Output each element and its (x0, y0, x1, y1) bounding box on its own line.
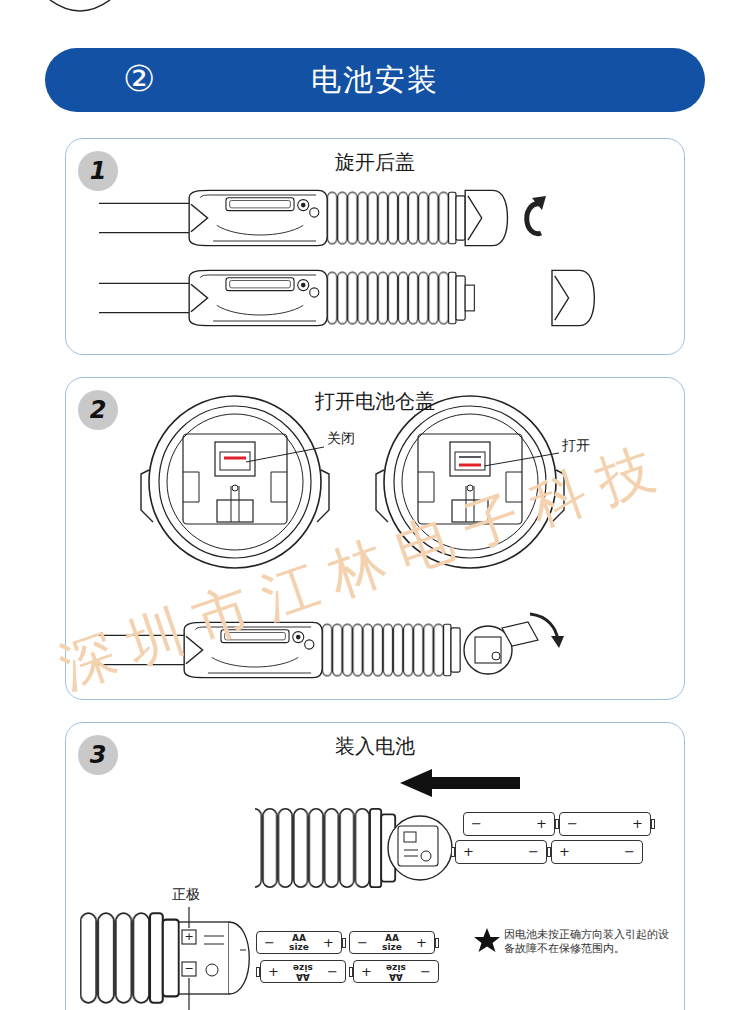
polarity-sign: + (536, 817, 547, 831)
polarity-sign: + (463, 845, 474, 859)
callout-number: 3 (90, 743, 107, 767)
step-title: 装入电池 (66, 733, 684, 761)
step-number: ② (123, 57, 155, 101)
warning-note: 因电池未按正确方向装入引起的设备故障不在保修范围内。 (504, 927, 672, 955)
battery-size: AA size (386, 963, 406, 981)
polarity-sign: − (624, 845, 635, 859)
section-title: 电池安装 (45, 62, 705, 98)
step-badge: 1 (78, 151, 118, 191)
terminal-label: 正极 (172, 886, 200, 904)
header-band: ②电池安装 (45, 48, 705, 112)
battery: −+ (559, 812, 651, 836)
polarity-sign: + (268, 965, 279, 979)
polarity-sign: + (559, 845, 570, 859)
polarity-sign: + (323, 936, 334, 950)
terminal-mark: + (182, 930, 196, 944)
state-label: 关闭 (327, 430, 355, 448)
step-badge: 3 (78, 735, 118, 775)
battery-size: AA size (382, 934, 402, 952)
state-label: 打开 (562, 437, 590, 455)
polarity-sign: + (632, 817, 643, 831)
polarity-sign: + (416, 936, 427, 950)
polarity-sign: − (357, 936, 368, 950)
battery: −AA size + (256, 931, 342, 954)
battery-terminal (435, 938, 439, 948)
polarity-sign: − (420, 965, 431, 979)
polarity-sign: − (528, 845, 539, 859)
step-panel: 旋开后盖1 (65, 138, 685, 355)
polarity-sign: − (327, 965, 338, 979)
battery: −+ (463, 812, 555, 836)
step-badge: 2 (78, 390, 118, 430)
battery: + AA size− (353, 960, 439, 983)
battery-terminal (451, 847, 455, 857)
step-title: 旋开后盖 (66, 149, 684, 177)
battery-terminal (651, 819, 655, 829)
battery-terminal (256, 967, 260, 977)
callout-number: 2 (90, 398, 107, 422)
battery: +− (455, 840, 547, 864)
battery-size: AA size (293, 963, 313, 981)
polarity-sign: − (471, 817, 482, 831)
battery-terminal (547, 847, 551, 857)
battery: + AA size− (260, 960, 346, 983)
step-panel: 装入电池3−+−++−+−−AA size+−AA size++AA size−… (65, 722, 685, 1010)
polarity-sign: − (264, 936, 275, 950)
battery: −AA size + (349, 931, 435, 954)
polarity-sign: − (567, 817, 578, 831)
battery: +− (551, 840, 643, 864)
battery-size: AA size (289, 934, 309, 952)
battery-terminal (342, 938, 346, 948)
step-title: 打开电池仓盖 (66, 388, 684, 416)
callout-number: 1 (90, 159, 107, 183)
polarity-sign: + (361, 965, 372, 979)
battery-terminal (349, 967, 353, 977)
terminal-mark: − (182, 962, 196, 976)
